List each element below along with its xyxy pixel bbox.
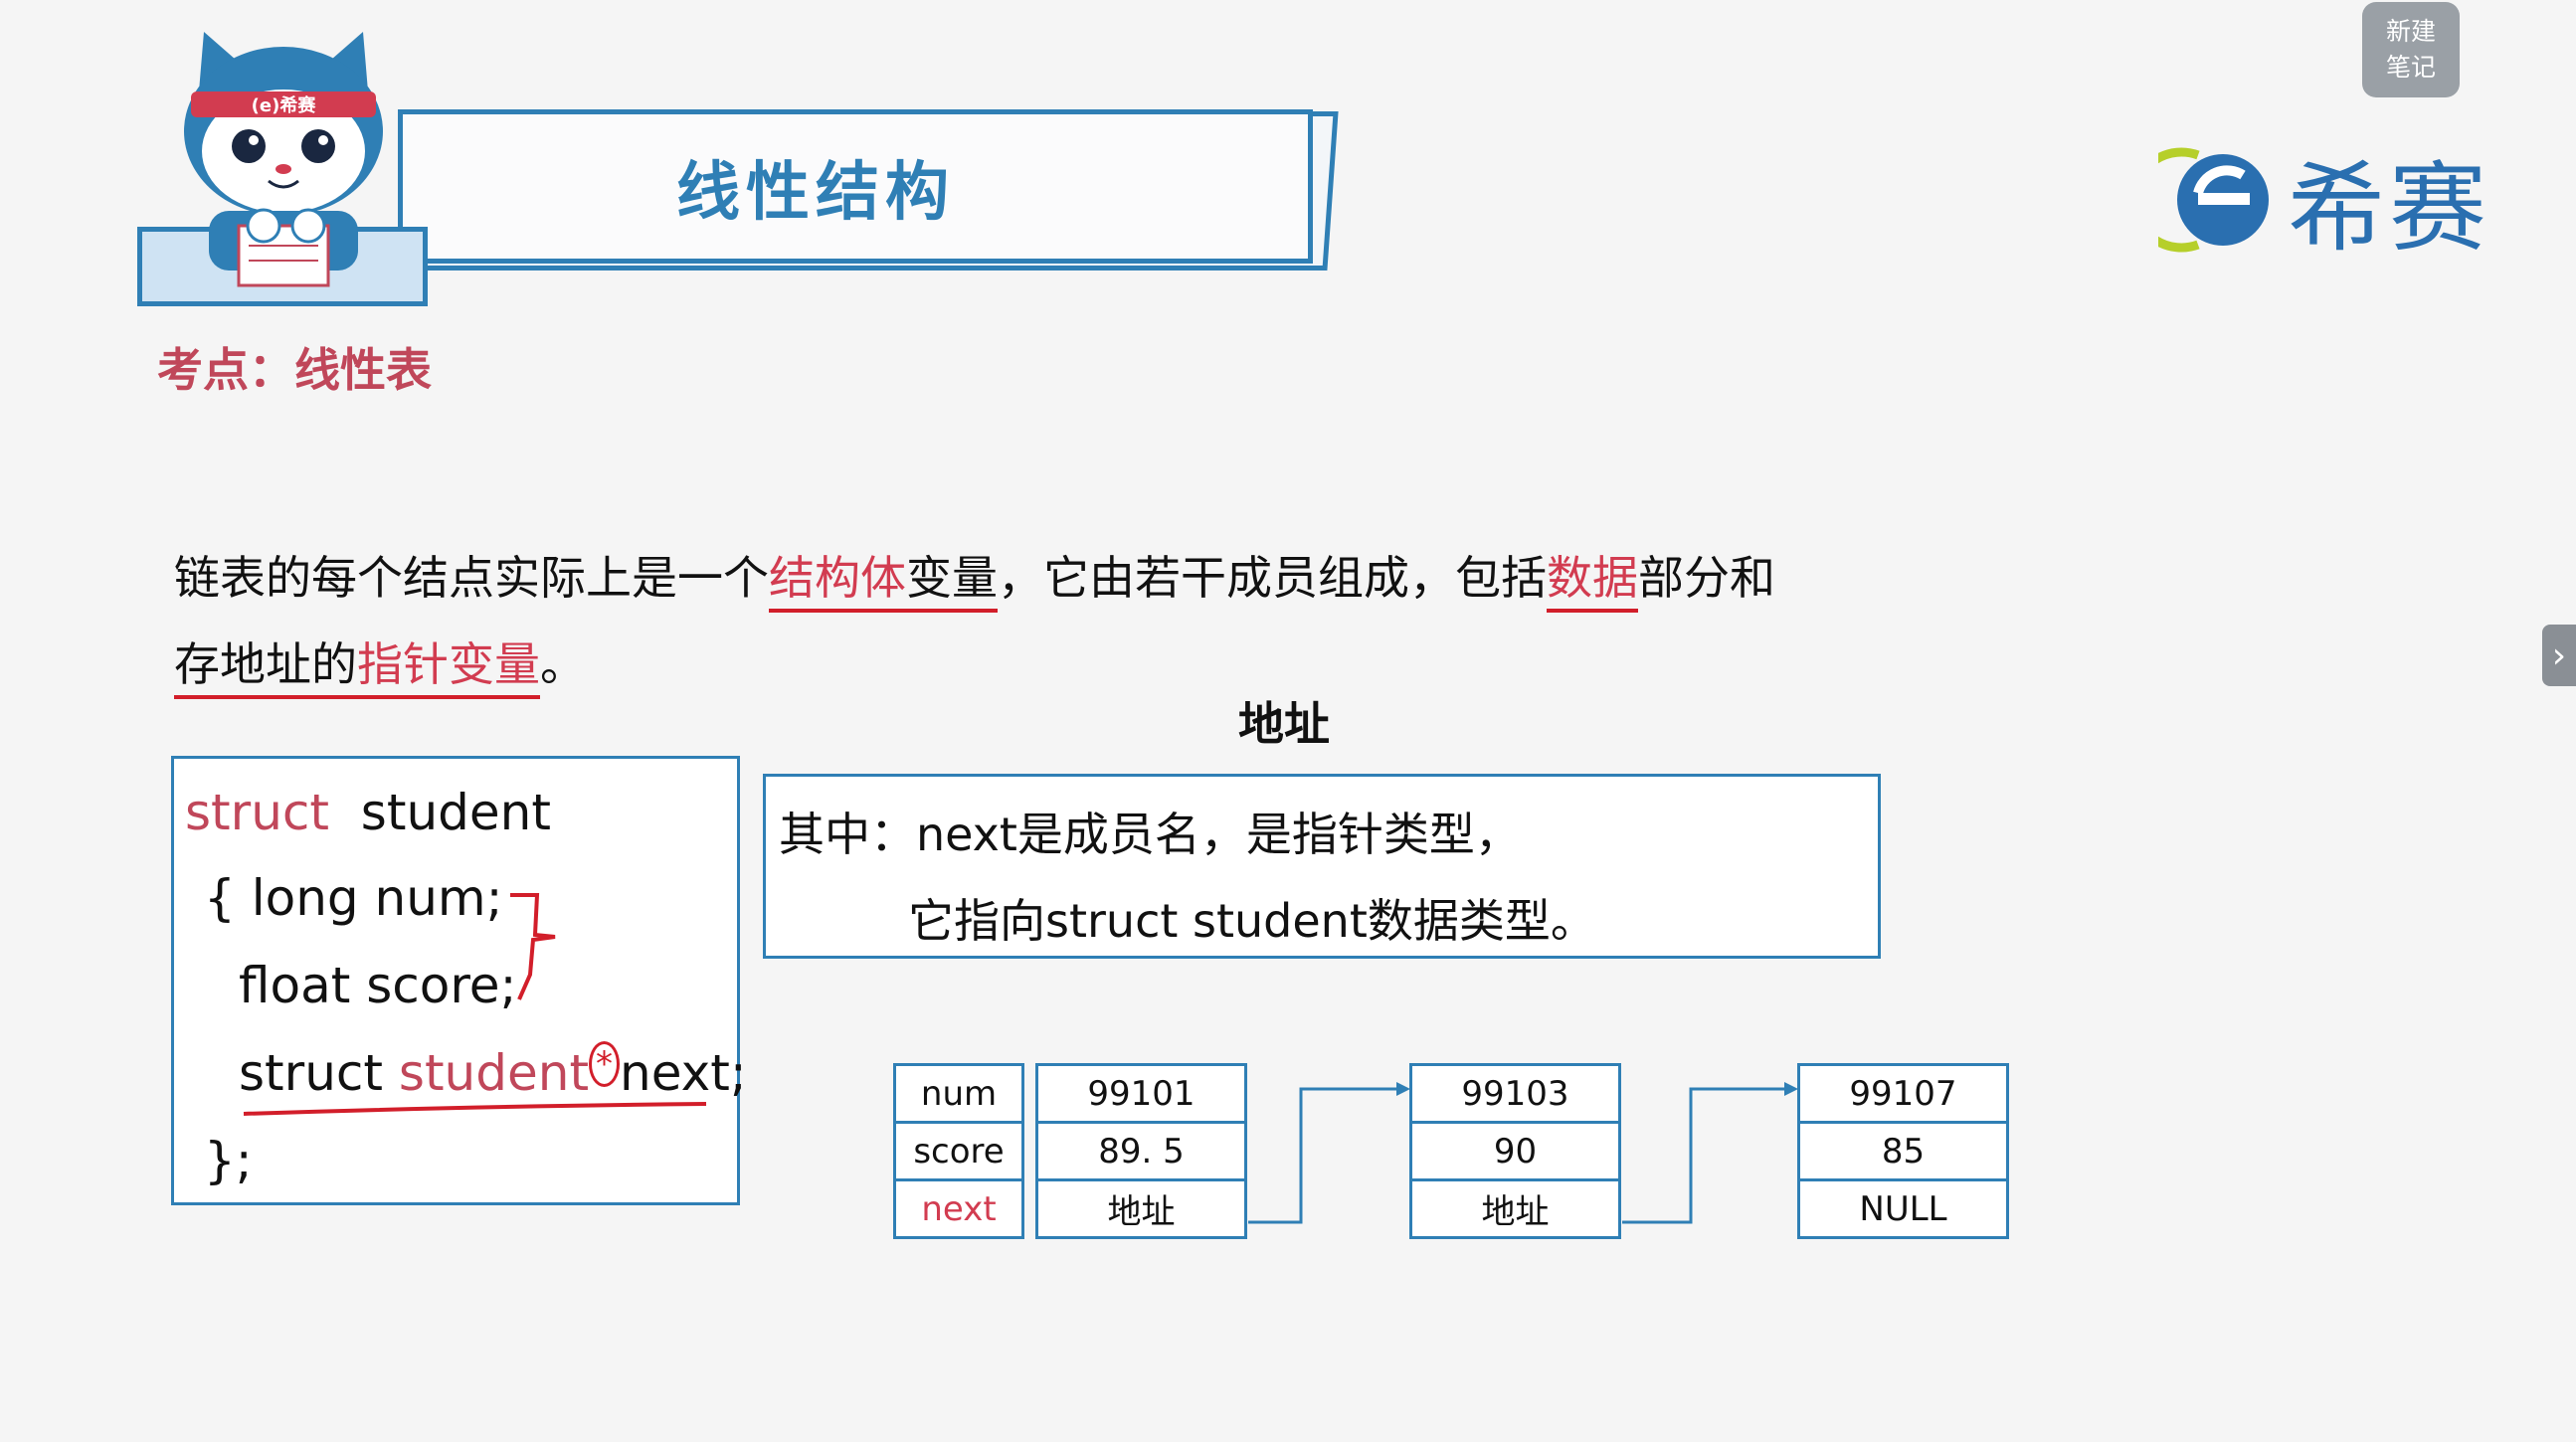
code-line-5: }; [204, 1132, 253, 1189]
code-line-4: struct student*next; [239, 1041, 747, 1102]
svg-text:(e)希赛: (e)希赛 [252, 94, 317, 116]
code-type: student [398, 1044, 590, 1102]
label-next: next [893, 1178, 1024, 1239]
code-keyword: struct [185, 784, 329, 841]
node3-score: 85 [1797, 1121, 2009, 1181]
code-struct: struct [239, 1044, 383, 1102]
address-label: 地址 [1238, 697, 1330, 751]
node2-score: 90 [1409, 1121, 1621, 1181]
code-underline [243, 1102, 707, 1116]
code-line-3: float score; [239, 957, 517, 1014]
side-panel-expand-icon[interactable]: › [2542, 625, 2576, 686]
node3-num: 99107 [1797, 1063, 2009, 1124]
list-node-3: 99107 85 NULL [1797, 1063, 2009, 1239]
code-line-2: { long num; [204, 869, 503, 927]
para-text: ，它由若干成员组成，包括 [998, 551, 1547, 605]
node1-num: 99101 [1035, 1063, 1247, 1124]
para-text: 部分和 [1638, 551, 1775, 605]
title-banner: 线性结构 [398, 109, 1313, 264]
logo-text: 希赛 [2288, 152, 2491, 266]
arrowhead-1 [1396, 1082, 1410, 1096]
node3-next: NULL [1797, 1178, 2009, 1239]
node2-next: 地址 [1409, 1178, 1621, 1239]
node1-next: 地址 [1035, 1178, 1247, 1239]
arrow-node2-to-node3 [1622, 1087, 1790, 1224]
label-score: score [893, 1121, 1024, 1181]
new-note-button[interactable]: 新建 笔记 [2362, 2, 2460, 97]
code-line-1: struct student [185, 784, 551, 841]
para-highlight-struct: 结构体 [769, 551, 906, 605]
node2-num: 99103 [1409, 1063, 1621, 1124]
para-text: 。 [540, 637, 586, 691]
label-num: num [893, 1063, 1024, 1124]
pointer-star: * [589, 1041, 621, 1087]
node-labels: num score next [893, 1063, 1024, 1239]
para-text: 存地址的 [174, 637, 357, 691]
code-annotations [243, 893, 707, 1116]
mascot-cat-icon: (e)希赛 [184, 32, 383, 287]
explanation-box [763, 774, 1881, 959]
xisai-logo: 希赛 [2158, 129, 2490, 270]
brace-annotation [510, 893, 556, 1000]
code-struct-name: student [360, 784, 551, 841]
struct-code-box [171, 756, 740, 1205]
explanation-line-2: 它指向struct student数据类型。 [908, 894, 1596, 948]
paragraph-line-1: 链表的每个结点实际上是一个结构体变量，它由若干成员组成，包括数据部分和 [174, 542, 1775, 613]
list-node-1: 99101 89. 5 地址 [1035, 1063, 1247, 1239]
arrow-node1-to-node2 [1248, 1087, 1402, 1224]
para-text: 链表的每个结点实际上是一个 [174, 551, 769, 605]
explanation-line-1: 其中：next是成员名，是指针类型， [779, 808, 1521, 861]
para-highlight-data: 数据 [1547, 551, 1638, 613]
para-text: 变量 [906, 551, 998, 605]
list-node-2: 99103 90 地址 [1409, 1063, 1621, 1239]
node1-score: 89. 5 [1035, 1121, 1247, 1181]
xisai-e-logo-icon [2158, 147, 2269, 253]
para-highlight-pointer: 指针变量 [357, 637, 540, 691]
exam-point-heading: 考点：线性表 [157, 343, 432, 397]
code-next: next; [620, 1044, 747, 1102]
arrowhead-2 [1784, 1082, 1798, 1096]
paragraph-line-2: 存地址的指针变量。 [174, 629, 586, 699]
page-title: 线性结构 [676, 155, 955, 230]
